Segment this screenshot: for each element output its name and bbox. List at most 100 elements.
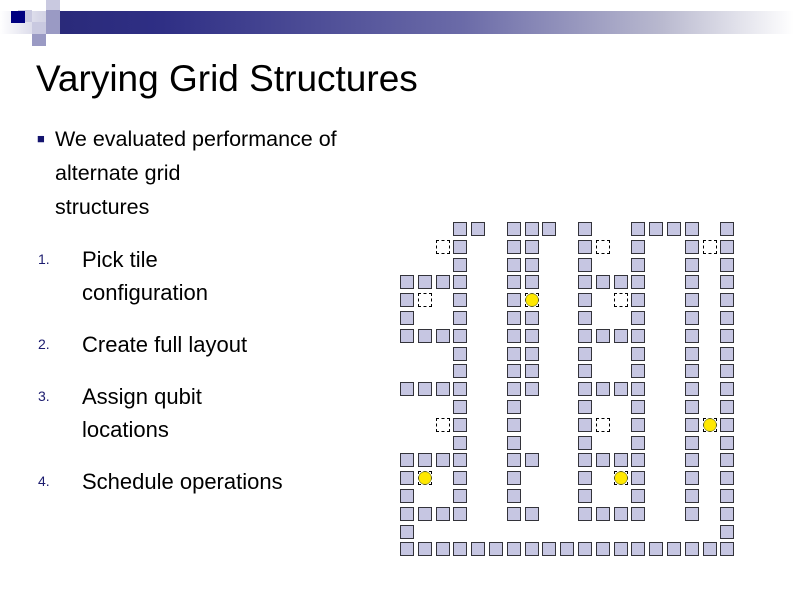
grid-tile-cell <box>649 542 664 557</box>
grid-tile-cell <box>720 506 735 521</box>
grid-tile-cell <box>578 471 592 486</box>
grid-tile-cell <box>631 364 646 379</box>
bullet-item: ■ We evaluated performance of alternate … <box>30 122 402 224</box>
grid-tile-cell <box>453 311 468 325</box>
content-body: ■ We evaluated performance of alternate … <box>30 122 402 498</box>
grid-tile-cell <box>506 417 521 432</box>
step-line: Create full layout <box>82 332 248 357</box>
grid-tile-cell <box>400 506 414 521</box>
bullet-line: We evaluated performance of alternate gr… <box>55 127 337 185</box>
step-item-4: 4. Schedule operations <box>30 465 402 498</box>
grid-tile-cell <box>720 453 735 468</box>
grid-tile-cell <box>720 542 735 557</box>
grid-tile-cell <box>720 275 735 290</box>
grid-tile-cell <box>684 346 699 361</box>
grid-tile-cell <box>400 489 414 503</box>
grid-tile-cell <box>506 489 521 503</box>
grid-tile-cell <box>524 328 539 343</box>
grid-tile-cell <box>435 542 450 557</box>
grid-tile-cell <box>684 382 699 397</box>
grid-tile-cell <box>524 453 539 468</box>
grid-tile-cell <box>578 346 592 361</box>
bullet-text: We evaluated performance of alternate gr… <box>52 122 402 224</box>
grid-tile-cell <box>506 257 521 272</box>
grid-tile-cell <box>684 489 699 503</box>
grid-empty-cell <box>435 239 450 254</box>
grid-tile-cell <box>720 346 735 361</box>
step-line: locations <box>82 417 169 442</box>
decor-square <box>46 10 60 22</box>
grid-tile-cell <box>506 471 521 486</box>
grid-tile-cell <box>631 328 646 343</box>
grid-tile-cell <box>578 239 592 254</box>
grid-tile-cell <box>471 542 486 557</box>
step-item-1: 1. Pick tile configuration <box>30 243 402 309</box>
grid-tile-cell <box>506 328 521 343</box>
grid-tile-cell <box>631 435 646 450</box>
grid-tile-cell <box>720 417 735 432</box>
grid-tile-cell <box>524 239 539 254</box>
grid-tile-cell <box>524 257 539 272</box>
grid-tile-cell <box>631 382 646 397</box>
grid-tile-cell <box>506 222 521 236</box>
step-text: Assign qubit locations <box>82 380 402 446</box>
grid-tile-cell <box>595 328 610 343</box>
grid-tile-cell <box>524 364 539 379</box>
grid-tile-cell <box>578 400 592 414</box>
grid-tile-cell <box>631 239 646 254</box>
grid-tile-cell <box>684 328 699 343</box>
grid-tile-cell <box>684 471 699 486</box>
grid-tile-cell <box>631 293 646 308</box>
qubit-grid-layout-diagram <box>400 222 740 560</box>
grid-tile-cell <box>631 471 646 486</box>
grid-tile-cell <box>506 506 521 521</box>
decor-square <box>46 0 60 12</box>
step-number: 1. <box>38 251 50 267</box>
grid-tile-cell <box>453 471 468 486</box>
grid-empty-cell <box>613 293 628 308</box>
grid-tile-cell <box>667 542 681 557</box>
decor-square <box>46 22 60 34</box>
grid-tile-cell <box>720 489 735 503</box>
page-title: Varying Grid Structures <box>36 58 418 99</box>
grid-tile-cell <box>684 400 699 414</box>
grid-tile-cell <box>453 400 468 414</box>
grid-tile-cell <box>417 542 432 557</box>
grid-tile-cell <box>453 257 468 272</box>
grid-tile-cell <box>613 275 628 290</box>
grid-tile-cell <box>613 542 628 557</box>
grid-tile-cell <box>400 275 414 290</box>
grid-tile-cell <box>506 293 521 308</box>
grid-empty-cell <box>595 239 610 254</box>
grid-tile-cell <box>417 275 432 290</box>
grid-tile-cell <box>684 506 699 521</box>
grid-tile-cell <box>702 542 717 557</box>
grid-tile-cell <box>578 542 592 557</box>
bullet-line: structures <box>55 195 150 219</box>
grid-tile-cell <box>595 382 610 397</box>
grid-qubit-marker <box>702 417 717 432</box>
grid-tile-cell <box>453 453 468 468</box>
grid-tile-cell <box>524 346 539 361</box>
grid-tile-cell <box>578 293 592 308</box>
grid-tile-cell <box>720 239 735 254</box>
grid-tile-cell <box>542 222 557 236</box>
step-line: configuration <box>82 280 208 305</box>
grid-tile-cell <box>631 542 646 557</box>
grid-tile-cell <box>720 471 735 486</box>
grid-tile-cell <box>400 382 414 397</box>
grid-tile-cell <box>578 506 592 521</box>
grid-tile-cell <box>453 293 468 308</box>
grid-empty-cell <box>595 417 610 432</box>
grid-tile-cell <box>684 293 699 308</box>
grid-tile-cell <box>435 453 450 468</box>
grid-tile-cell <box>524 506 539 521</box>
grid-empty-cell <box>702 239 717 254</box>
grid-tile-cell <box>631 257 646 272</box>
grid-tile-cell <box>435 275 450 290</box>
grid-tile-cell <box>453 435 468 450</box>
grid-tile-cell <box>524 222 539 236</box>
grid-tile-cell <box>631 275 646 290</box>
grid-tile-cell <box>506 435 521 450</box>
grid-tile-cell <box>631 222 646 236</box>
